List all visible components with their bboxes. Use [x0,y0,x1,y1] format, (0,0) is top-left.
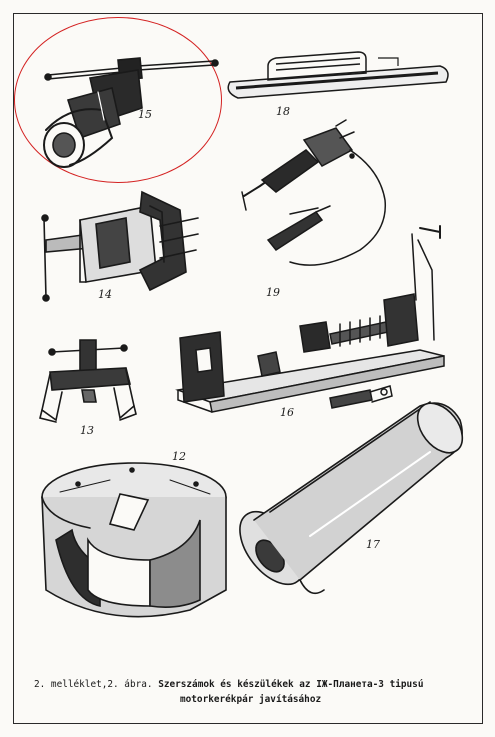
highlight-circle [14,17,222,183]
tool-number: 17 [366,538,380,551]
tool-number: 18 [276,105,290,118]
tool-number: 14 [98,288,112,301]
tool-number: 13 [80,424,94,437]
tool-number: 15 [138,108,152,121]
tool-number: 12 [172,450,186,463]
caption-line-1: Szerszámok és készülékek az IЖ-Планета-3… [158,679,424,690]
tool-number: 16 [280,406,294,419]
page-border [13,13,483,724]
caption-line-2: motorkerékpár javításához [180,694,322,705]
caption-prefix: 2. melléklet,2. ábra. [34,679,153,690]
tool-number: 19 [266,286,280,299]
